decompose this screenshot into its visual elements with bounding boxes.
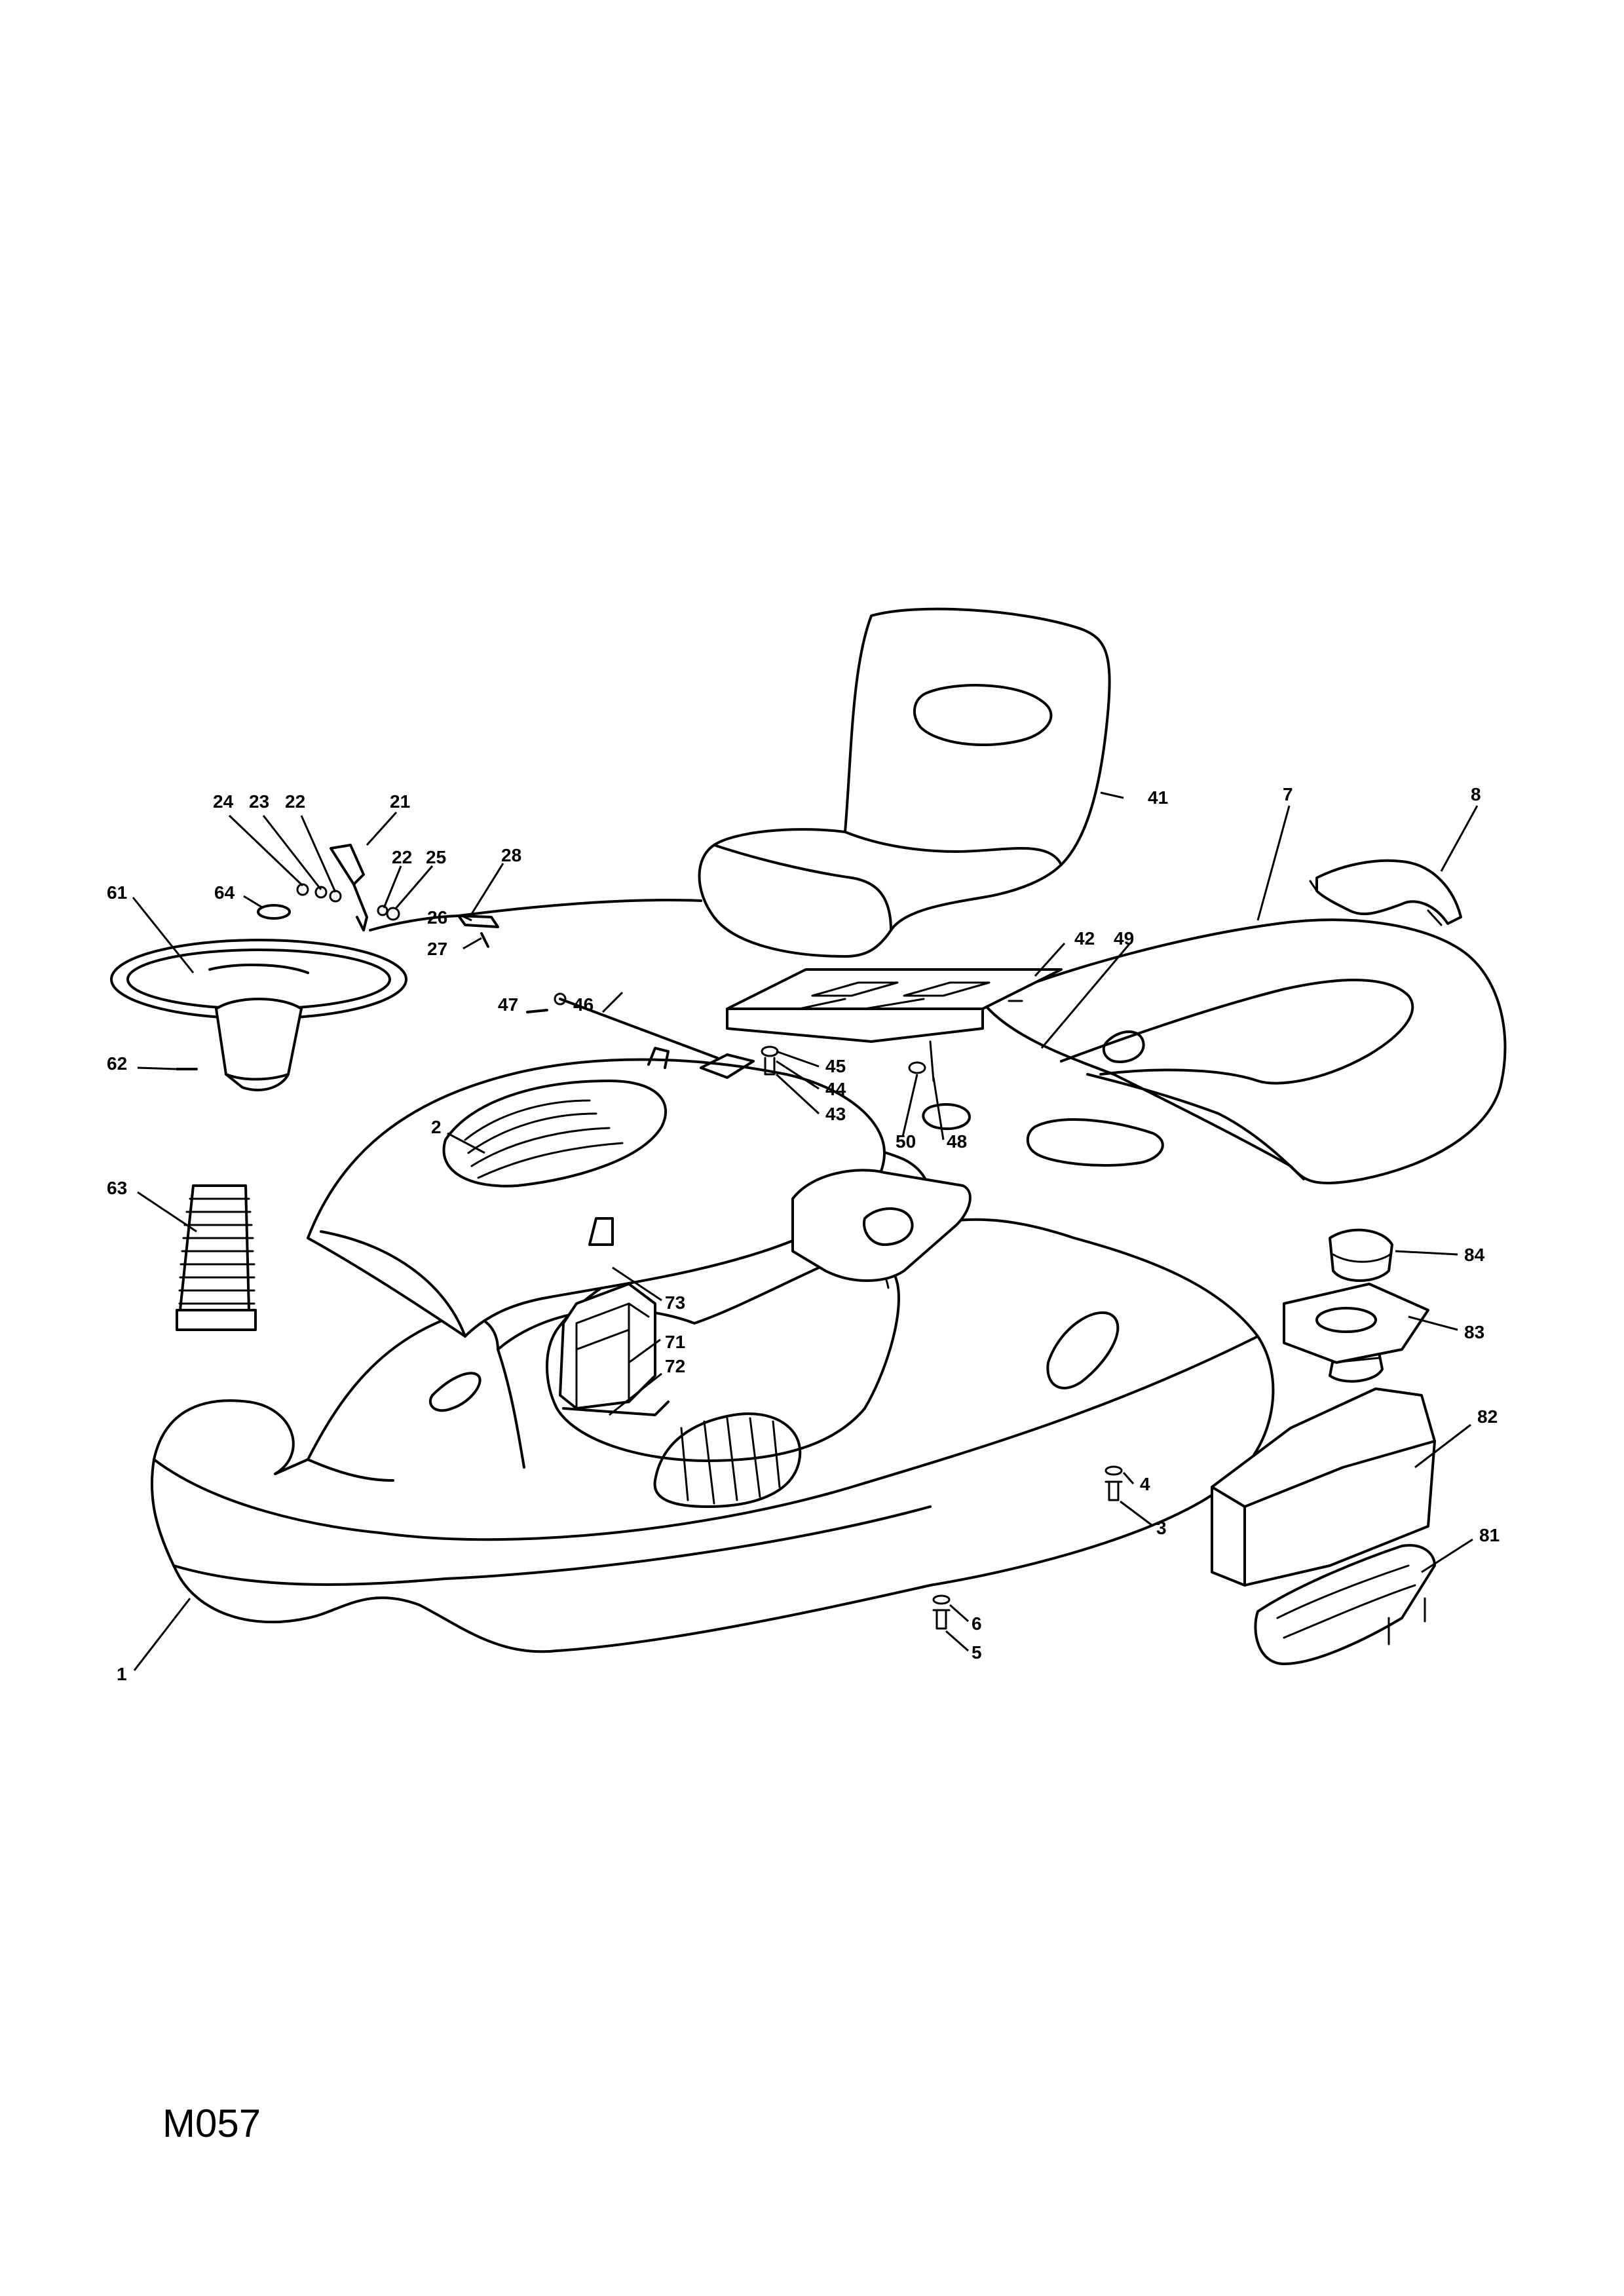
callout-71: 71 xyxy=(665,1332,685,1352)
callout-43: 43 xyxy=(825,1104,846,1124)
callout-62: 62 xyxy=(107,1053,127,1074)
callout-26: 26 xyxy=(427,907,447,928)
callout-labels: 1 2 3 4 5 6 7 8 21 22 22 23 24 25 26 27 … xyxy=(107,784,1500,1684)
callout-1: 1 xyxy=(117,1664,127,1684)
part-84-fuel-cap xyxy=(1329,1228,1393,1282)
callout-6: 6 xyxy=(972,1613,982,1634)
callout-22-upper: 22 xyxy=(285,791,305,812)
callout-7: 7 xyxy=(1283,784,1293,804)
callout-81: 81 xyxy=(1479,1525,1500,1545)
seat-fasteners xyxy=(761,1000,1023,1082)
callout-49: 49 xyxy=(1114,928,1134,949)
part-41-seat xyxy=(698,607,1111,958)
callout-8: 8 xyxy=(1471,784,1481,804)
part-83-filler-support xyxy=(1283,1283,1429,1364)
part-7-rear-fender xyxy=(981,918,1507,1185)
part-8-rear-handle xyxy=(1309,859,1462,926)
callout-3: 3 xyxy=(1156,1518,1167,1538)
body-fasteners xyxy=(932,1465,1123,1630)
callout-44: 44 xyxy=(825,1079,846,1099)
callout-42: 42 xyxy=(1074,928,1095,949)
callout-84: 84 xyxy=(1464,1245,1485,1265)
callout-82: 82 xyxy=(1477,1406,1498,1427)
callout-64: 64 xyxy=(214,882,235,903)
callout-21: 21 xyxy=(390,791,410,812)
callout-5: 5 xyxy=(972,1642,982,1663)
callout-73: 73 xyxy=(665,1292,685,1313)
callout-41: 41 xyxy=(1148,787,1168,808)
callout-4: 4 xyxy=(1140,1474,1150,1494)
callout-24: 24 xyxy=(213,791,234,812)
leader-lines xyxy=(132,791,1479,1671)
callout-63: 63 xyxy=(107,1178,127,1198)
console-details xyxy=(700,1053,972,1282)
part-42-seat-plate xyxy=(726,968,1063,1043)
part-63-gaiter xyxy=(176,1184,257,1331)
throttle-lever-assembly xyxy=(296,844,702,948)
callout-22-lower: 22 xyxy=(392,847,412,867)
callout-72: 72 xyxy=(665,1356,685,1376)
callout-23: 23 xyxy=(249,791,269,812)
part-71-battery xyxy=(559,1217,670,1416)
callout-28: 28 xyxy=(501,845,521,865)
callout-83: 83 xyxy=(1464,1322,1484,1342)
callout-47: 47 xyxy=(498,994,518,1015)
callout-2: 2 xyxy=(431,1117,442,1137)
callout-48: 48 xyxy=(947,1131,967,1152)
callout-45: 45 xyxy=(825,1056,846,1076)
part-46-rod xyxy=(554,992,719,1059)
callout-46: 46 xyxy=(573,994,594,1015)
drawing-code: M057 xyxy=(162,2101,261,2145)
part-64-cap xyxy=(257,904,291,920)
callout-50: 50 xyxy=(896,1131,916,1152)
part-47-pin xyxy=(526,1009,548,1013)
callout-25: 25 xyxy=(426,847,446,867)
callout-27: 27 xyxy=(427,939,447,959)
part-61-steering-wheel xyxy=(110,939,407,1091)
callout-61: 61 xyxy=(107,882,127,903)
part-81-tank-bracket xyxy=(1254,1544,1436,1665)
